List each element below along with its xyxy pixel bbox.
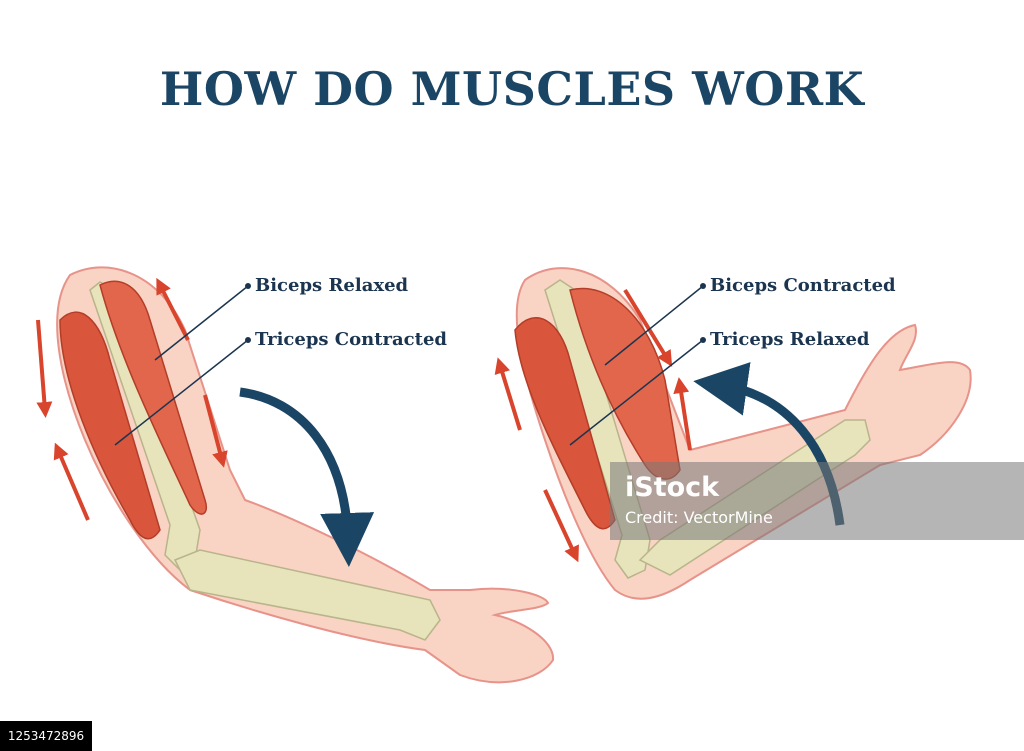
watermark-logo: iStock [625, 472, 720, 503]
left-upper-arm-skin [56, 266, 555, 684]
left-forearm-bones [173, 549, 441, 641]
page-title: HOW DO MUSCLES WORK [159, 62, 865, 116]
left-biceps-muscle [99, 280, 207, 515]
watermark-band [610, 462, 1024, 540]
label-biceps-relaxed: Biceps Relaxed [255, 275, 409, 296]
label-triceps-contracted: Triceps Contracted [255, 329, 447, 350]
watermark-credit: Credit: VectorMine [625, 508, 773, 527]
right-triceps-muscle [514, 317, 616, 530]
right-arm [494, 267, 972, 600]
label-triceps-relaxed: Triceps Relaxed [710, 329, 870, 350]
left-triceps-muscle [59, 311, 161, 540]
stock-id-badge: 1253472896 [0, 721, 92, 751]
left-arm [36, 266, 555, 684]
label-biceps-contracted: Biceps Contracted [710, 275, 896, 296]
